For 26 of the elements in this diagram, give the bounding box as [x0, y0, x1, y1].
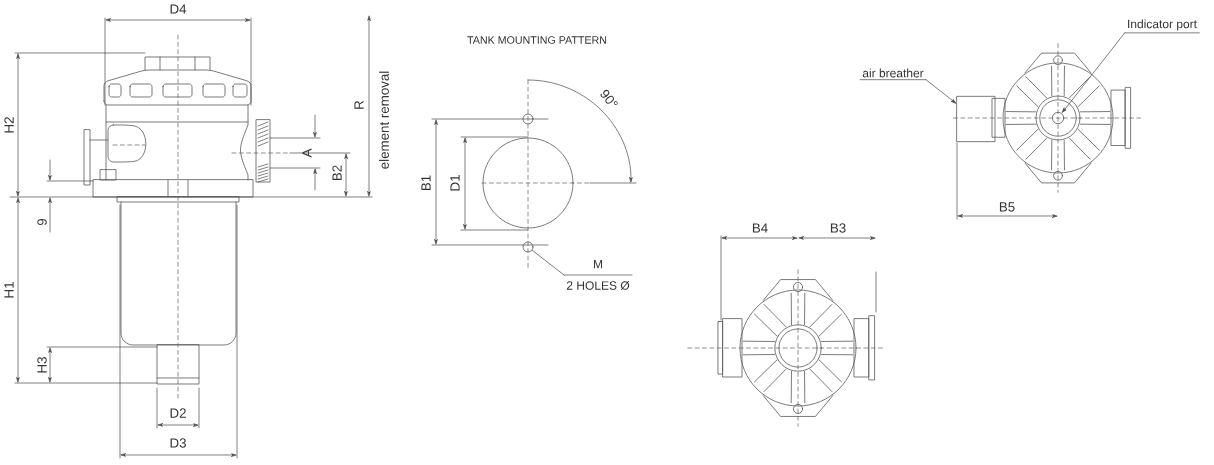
dimension-label: B4: [752, 223, 768, 233]
dimension-label: B5: [999, 202, 1015, 212]
dimension-label: B2: [332, 165, 342, 181]
dimension-label: D4: [170, 4, 187, 14]
dimension-label: B1: [421, 175, 431, 191]
callout-label: Indicator port: [1128, 19, 1197, 31]
dimension-label: H3: [37, 357, 47, 373]
dimension-label: H1: [4, 282, 14, 298]
dimension-label: 90°: [600, 89, 618, 105]
dimension-label: R: [354, 100, 364, 109]
view-title: TANK MOUNTING PATTERN: [467, 36, 607, 44]
callout-label: air breather: [862, 68, 924, 78]
leader-line: [531, 249, 565, 276]
dimension-label: element removal: [379, 71, 389, 169]
mounting-hole: [522, 241, 534, 253]
dimension-label: D1: [450, 175, 460, 191]
leader-line: [1062, 32, 1126, 113]
dimension-label: H2: [4, 117, 14, 133]
dimension-label: B3: [830, 223, 846, 233]
dimension-label: D3: [170, 438, 186, 448]
air-breather-body: [956, 95, 996, 143]
dimension-label: 9: [37, 218, 47, 226]
dimension-label: D2: [170, 408, 186, 418]
dimension-label: A: [302, 148, 312, 158]
leader-line: [925, 79, 957, 104]
callout-label: M 2 HOLES Ø: [566, 260, 630, 290]
